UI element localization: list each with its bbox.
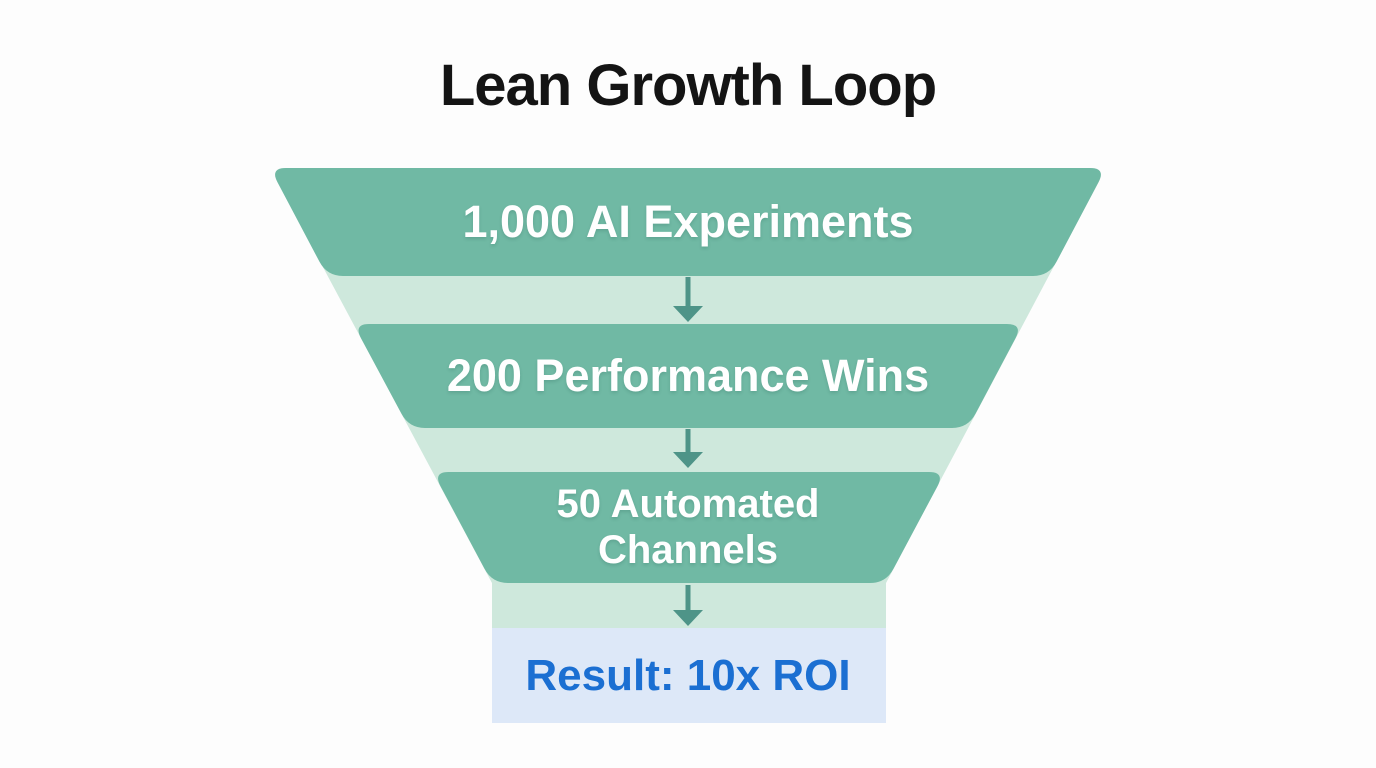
result-label: Result: 10x ROI xyxy=(525,651,851,700)
stage-1-shape xyxy=(275,168,1101,276)
arrow-down-icon xyxy=(673,277,703,322)
arrow-down-icon xyxy=(673,585,703,626)
stage-3-label: 50 Automated Channels xyxy=(556,482,820,572)
arrow-down-icon xyxy=(673,429,703,468)
stage-3-shape xyxy=(438,472,940,583)
page-title: Lean Growth Loop xyxy=(439,53,937,118)
result-box-shape xyxy=(492,628,886,723)
stage-2-shape xyxy=(358,324,1018,428)
stage-1-label: 1,000 AI Experiments xyxy=(462,196,914,247)
stage-2-label: 200 Performance Wins xyxy=(446,350,930,401)
